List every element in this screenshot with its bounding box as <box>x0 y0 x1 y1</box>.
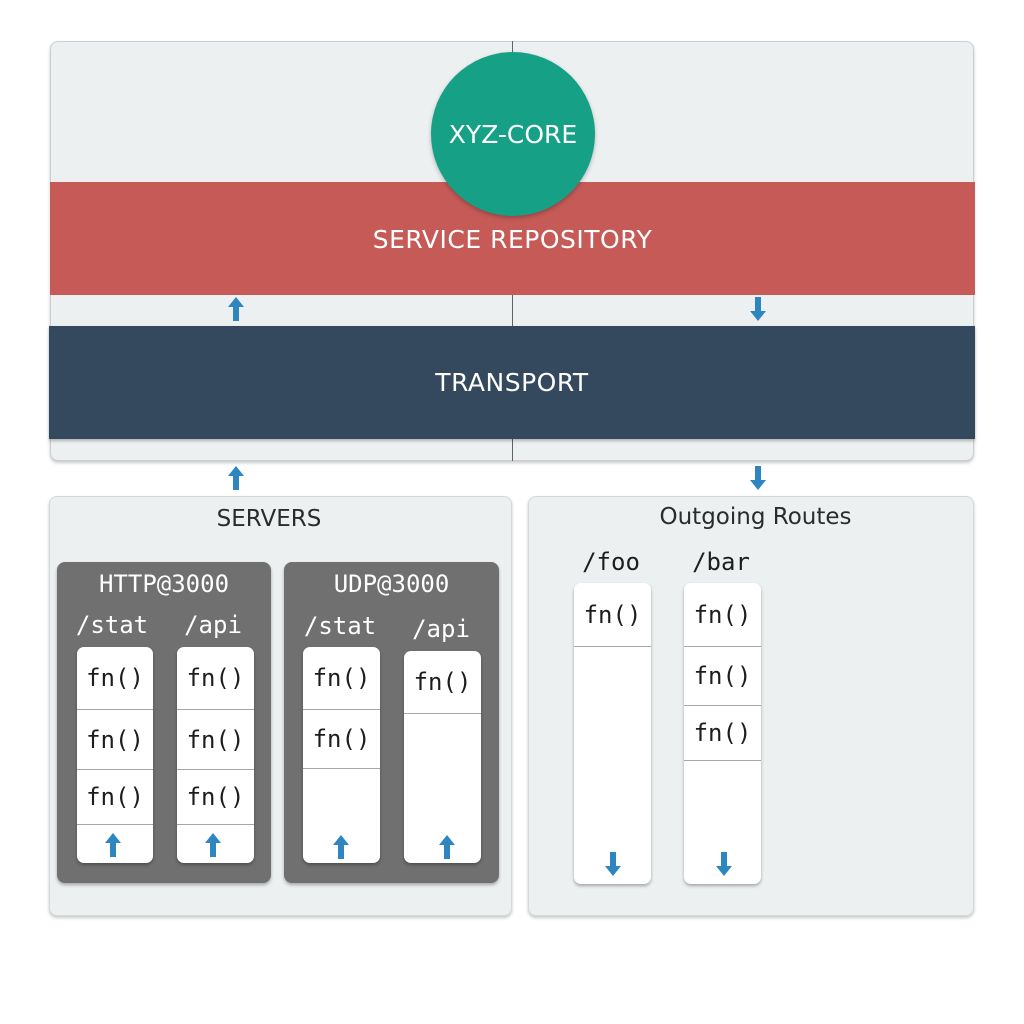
route-label: /api <box>184 611 242 639</box>
handler-cell: fn() <box>177 647 254 710</box>
handler-cell: fn() <box>177 770 254 825</box>
arrow-up-icon <box>228 297 244 321</box>
handler-cell: fn() <box>77 710 153 770</box>
handler-cell: fn() <box>684 706 761 761</box>
server-group-title: UDP@3000 <box>333 570 450 598</box>
handler-cell: fn() <box>684 647 761 706</box>
route-column-udp-api: fn() <box>404 651 481 863</box>
handler-cell: fn() <box>177 710 254 770</box>
center-divider <box>512 439 513 461</box>
route-column-http-api: fn() fn() fn() <box>177 647 254 863</box>
route-column-bar: fn() fn() fn() <box>684 583 761 884</box>
arrow-up-icon <box>105 833 121 857</box>
handler-cell: fn() <box>303 647 380 710</box>
route-label: /foo <box>582 548 640 576</box>
server-group-title: HTTP@3000 <box>98 570 230 598</box>
route-label: /stat <box>303 612 377 640</box>
route-column-foo: fn() <box>574 583 651 884</box>
handler-cell: fn() <box>303 710 380 769</box>
arrow-down-icon <box>716 852 732 876</box>
route-label: /bar <box>692 548 750 576</box>
arrow-up-icon <box>228 466 244 490</box>
handler-cell: fn() <box>77 770 153 825</box>
servers-title: SERVERS <box>216 506 322 532</box>
service-repository-label: SERVICE REPOSITORY <box>372 225 653 254</box>
handler-cell: fn() <box>404 651 481 714</box>
arrow-down-icon <box>750 297 766 321</box>
xyz-core-label: XYZ-CORE <box>448 119 578 149</box>
arrow-up-icon <box>333 835 349 859</box>
arrow-up-icon <box>439 835 455 859</box>
transport-band: TRANSPORT <box>49 326 975 439</box>
center-divider <box>512 295 513 326</box>
xyz-core-node: XYZ-CORE <box>431 52 595 216</box>
transport-label: TRANSPORT <box>435 368 589 397</box>
handler-cell: fn() <box>684 583 761 647</box>
handler-cell: fn() <box>574 583 651 647</box>
route-column-http-stat: fn() fn() fn() <box>77 647 153 863</box>
handler-cell: fn() <box>77 647 153 710</box>
route-column-udp-stat: fn() fn() <box>303 647 380 863</box>
route-label: /api <box>412 615 470 643</box>
arrow-up-icon <box>205 833 221 857</box>
outgoing-routes-title: Outgoing Routes <box>659 504 852 530</box>
route-label: /stat <box>75 611 149 639</box>
arrow-down-icon <box>750 466 766 490</box>
arrow-down-icon <box>605 852 621 876</box>
